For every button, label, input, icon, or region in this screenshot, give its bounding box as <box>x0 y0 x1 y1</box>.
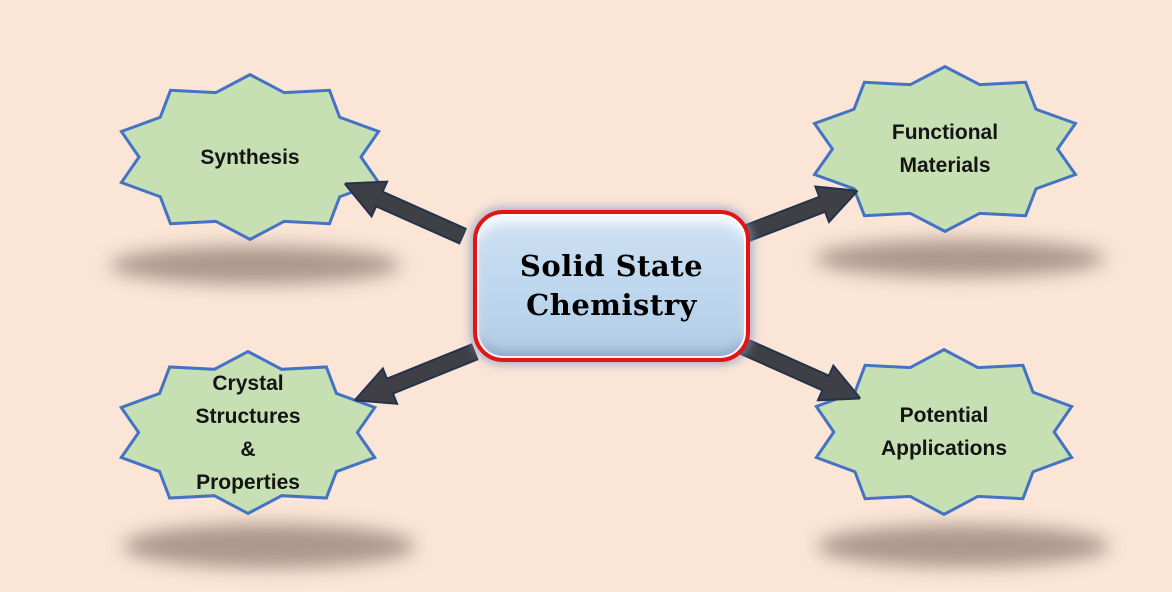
node-synthesis: Synthesis <box>112 72 388 242</box>
node-crystal-structures-label: Crystal Structures & Properties <box>195 371 301 494</box>
node-functional-materials-label: Functional Materials <box>891 121 999 177</box>
central-topic-title: Solid State Chemistry <box>519 249 704 322</box>
node-crystal-structures: Crystal Structures & Properties <box>112 349 384 516</box>
shadow-functional-materials <box>815 240 1105 277</box>
central-topic-box: Solid State Chemistry <box>473 210 750 362</box>
arrow-icon <box>737 336 863 402</box>
arrow-to-crystal-structures <box>346 330 484 421</box>
node-synthesis-label: Synthesis <box>200 145 300 169</box>
arrow-to-synthesis <box>335 163 472 258</box>
node-potential-applications-label: Potential Applications <box>880 404 1007 460</box>
arrow-icon <box>352 342 480 405</box>
shadow-crystal-structures <box>123 524 415 568</box>
arrow-icon <box>732 185 860 247</box>
starburst-shape <box>112 72 388 242</box>
shadow-synthesis <box>110 246 400 284</box>
node-functional-materials: Functional Materials <box>805 64 1085 234</box>
starburst-shape <box>805 64 1085 234</box>
arrow-to-potential-applications <box>732 325 869 420</box>
arrow-icon <box>342 180 468 246</box>
shadow-potential-applications <box>817 525 1109 567</box>
starburst-shape <box>112 349 384 516</box>
arrow-to-functional-materials <box>728 169 866 259</box>
